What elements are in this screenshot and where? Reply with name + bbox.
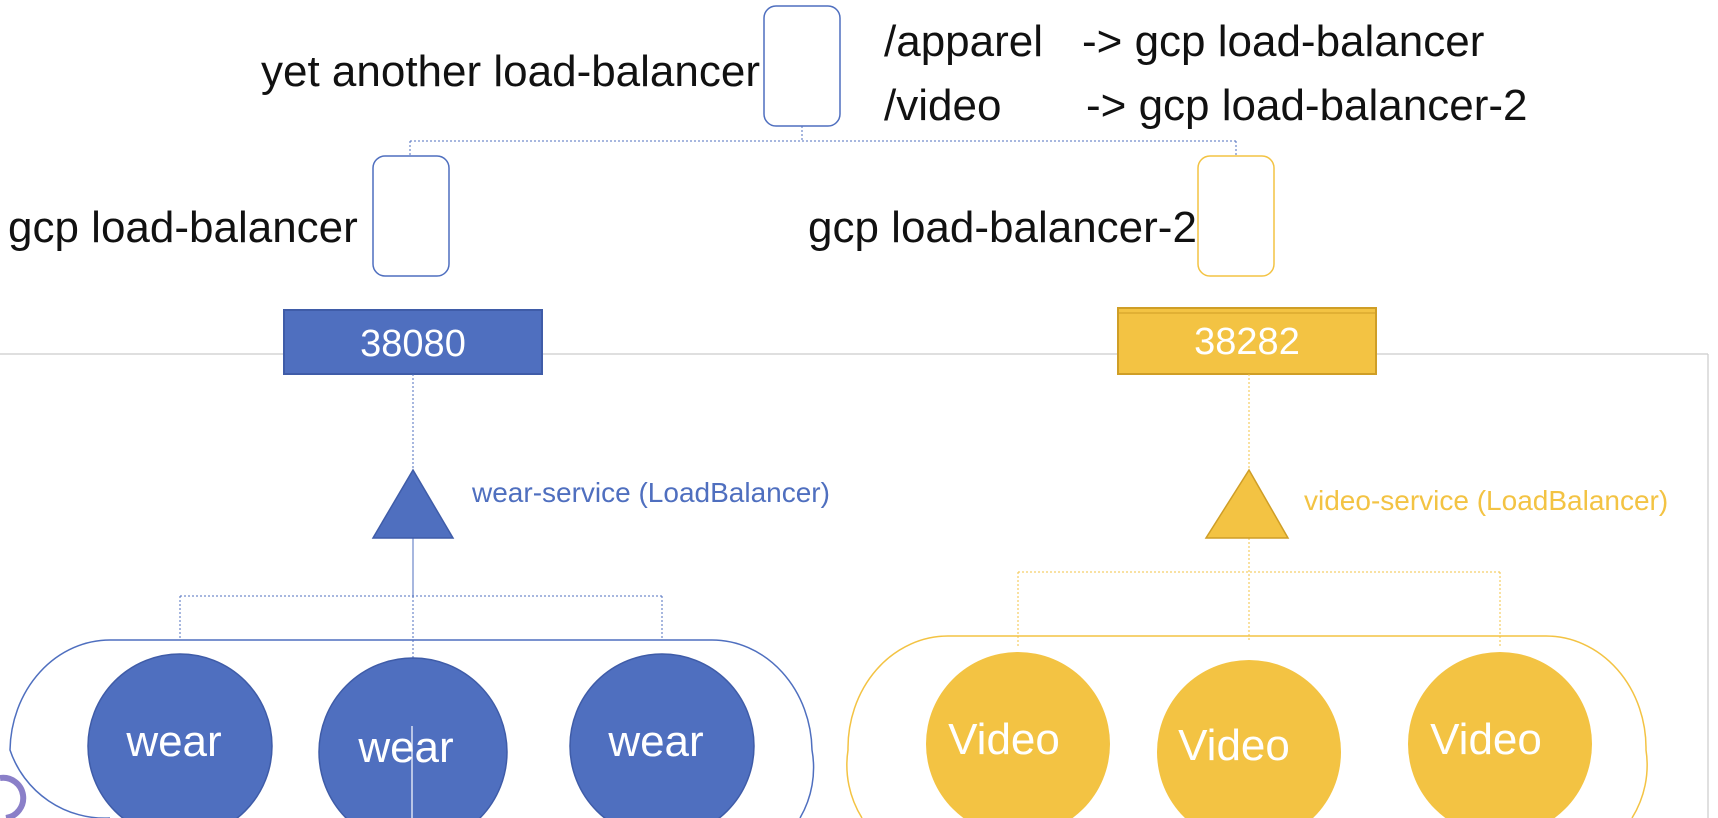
wear-lb-label: gcp load-balancer bbox=[8, 203, 358, 252]
wear-pod-3 bbox=[569, 653, 755, 818]
edge-decoration-icon bbox=[0, 774, 27, 818]
wear-port-box bbox=[283, 309, 543, 375]
video-pod-2 bbox=[1157, 660, 1341, 818]
wear-pod-group bbox=[9, 639, 815, 818]
wear-pod-3-label: wear bbox=[607, 717, 703, 766]
route-video-target: -> gcp load-balancer-2 bbox=[1086, 81, 1527, 130]
wear-service-icon bbox=[371, 468, 455, 539]
wear-service-label: wear-service (LoadBalancer) bbox=[471, 477, 830, 508]
video-pod-3 bbox=[1408, 652, 1592, 818]
route-video-path: /video bbox=[884, 81, 1001, 130]
wear-pod-2-label: wear bbox=[357, 723, 453, 772]
video-service-connectors bbox=[1017, 374, 1501, 648]
route-apparel-path: /apparel bbox=[884, 17, 1043, 66]
video-service-label: video-service (LoadBalancer) bbox=[1304, 485, 1668, 516]
video-lb-label: gcp load-balancer-2 bbox=[808, 203, 1197, 252]
video-pod-1-label: Video bbox=[948, 715, 1060, 764]
top-lb-connectors bbox=[409, 126, 1237, 156]
wear-port-label: 38080 bbox=[360, 323, 466, 365]
video-pod-1 bbox=[926, 652, 1110, 818]
video-lb-node bbox=[1197, 155, 1275, 277]
wear-pod-1-label: wear bbox=[125, 717, 221, 766]
video-pod-group bbox=[846, 635, 1648, 818]
video-pod-3-label: Video bbox=[1430, 715, 1542, 764]
wear-pod-2 bbox=[318, 657, 508, 818]
video-pod-2-label: Video bbox=[1178, 721, 1290, 770]
route-apparel-target: -> gcp load-balancer bbox=[1082, 17, 1484, 66]
wear-lb-node bbox=[372, 155, 450, 277]
top-lb-label: yet another load-balancer bbox=[261, 47, 760, 96]
top-lb-node bbox=[763, 5, 841, 127]
video-port-box bbox=[1117, 307, 1377, 375]
video-port-label: 38282 bbox=[1194, 321, 1300, 363]
video-service-icon bbox=[1204, 468, 1290, 539]
wear-pod-1 bbox=[87, 653, 273, 818]
